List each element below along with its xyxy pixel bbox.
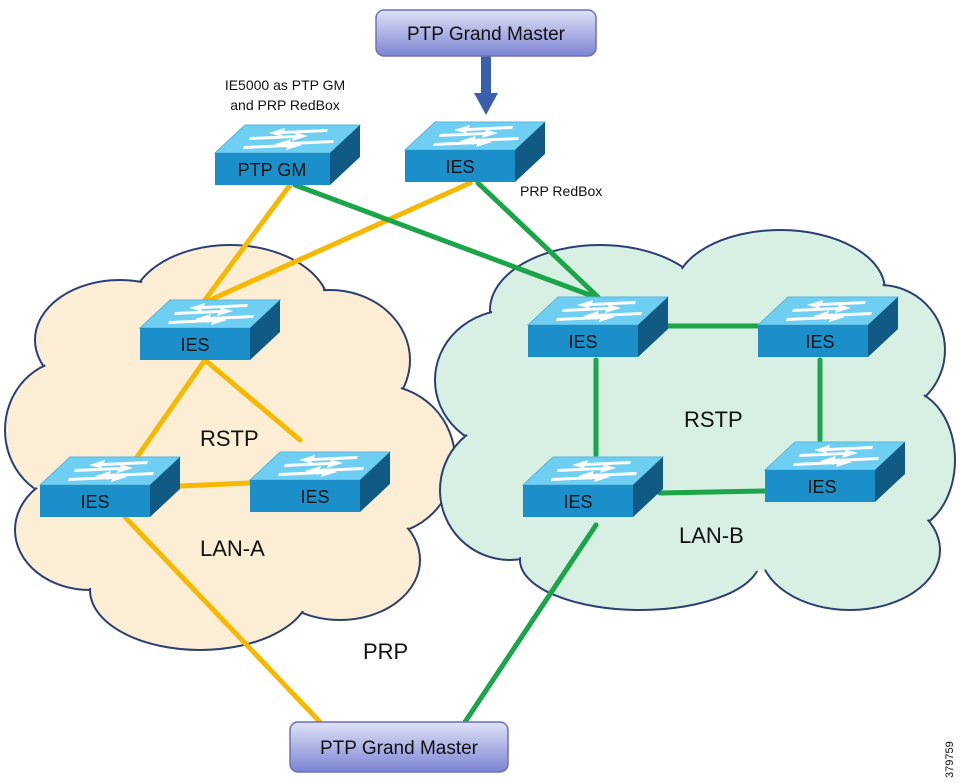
grand-master-top-label: PTP Grand Master [407,24,566,45]
switch-side [638,297,668,357]
lan-b-name-label: LAN-B [679,523,744,548]
switch-label: IES [807,477,836,497]
links [122,180,823,725]
switch-lan-b-bottom-right: IES [763,441,907,502]
switch-side [250,300,280,360]
switch-label: IES [445,157,474,177]
switch-label: IES [180,335,209,355]
grand-master-bottom-label: PTP Grand Master [320,738,479,759]
switch-label: IES [80,492,109,512]
switch-label: IES [568,332,597,352]
link-lan-a-top-left [132,357,208,463]
switch-arrows-icon [793,445,879,467]
switch-lan-a-top: IES [138,299,282,360]
switch-front [528,325,638,357]
link-lan-b-to-gm [462,522,599,725]
lan-b-protocol-label: RSTP [684,407,743,432]
switch-arrows-icon [551,460,637,482]
switch-side [150,457,180,517]
gm-redbox-caption-line1: IE5000 as PTP GM [225,77,345,93]
grand-master-bottom: PTP Grand Master [289,721,509,773]
switch-front [405,150,515,182]
link-lan-a-to-gm [122,514,323,725]
switch-lan-b-top-right: IES [756,296,900,357]
link-gm-to-lan-a [202,182,293,303]
switch-lan-b-bottom-left: IES [521,456,665,517]
link-redbox-to-lan-b [475,180,601,300]
switch-label: PTP GM [238,160,307,180]
switch-front [140,328,250,360]
switch-label: IES [300,487,329,507]
switch-front [215,153,330,185]
switch-side [868,297,898,357]
link-redbox-to-lan-a [207,180,473,303]
prp-label: PRP [363,639,408,664]
switch-side [360,452,390,512]
switch-ptp-gm: PTP GM [213,124,362,185]
switch-arrows-icon [556,300,642,322]
switch-lan-a-left: IES [38,456,182,517]
grand-master-top: PTP Grand Master [375,9,597,57]
switch-redbox: IES [403,121,547,182]
switch-lan-b-top-left: IES [526,296,670,357]
gm-redbox-caption-line2: and PRP RedBox [230,97,339,113]
switch-arrows-icon [243,128,334,150]
switch-arrows-icon [68,460,154,482]
switch-front [250,480,360,512]
switch-arrows-icon [433,125,519,147]
link-lan-a-top-right [202,357,303,443]
switch-side [633,457,663,517]
switch-side [515,122,545,182]
switch-label: IES [805,332,834,352]
arrow-gm-to-redbox [474,56,498,115]
figure-id: 379759 [944,741,956,778]
switch-arrows-icon [168,303,254,325]
link-lan-a-bottom [177,480,253,489]
switch-front [523,485,633,517]
switch-front [758,325,868,357]
switch-arrows-icon [278,455,364,477]
switch-side [330,125,360,185]
switch-side [875,442,905,502]
lan-a-protocol-label: RSTP [200,426,259,451]
link-gm-to-lan-b [292,182,598,300]
lan-a-name-label: LAN-A [200,536,265,561]
switch-label: IES [563,492,592,512]
link-lan-b-bottom [657,488,768,496]
redbox-caption: PRP RedBox [520,183,602,199]
switch-lan-a-right: IES [248,451,392,512]
switch-front [40,485,150,517]
switch-front [765,470,875,502]
switch-arrows-icon [786,300,872,322]
